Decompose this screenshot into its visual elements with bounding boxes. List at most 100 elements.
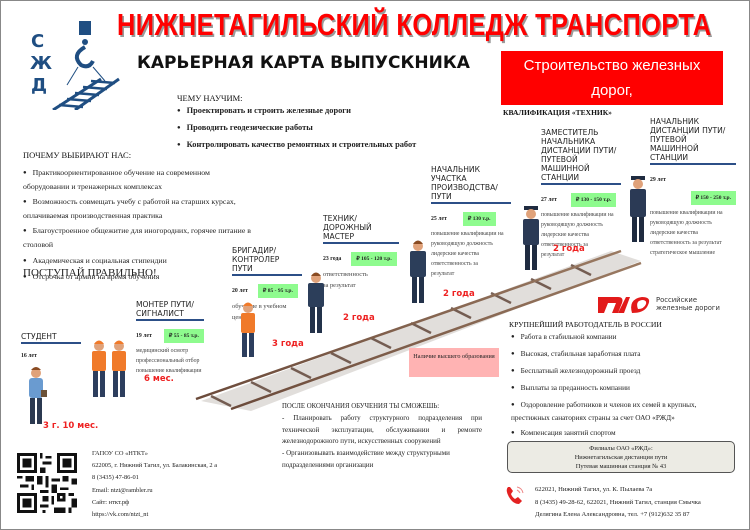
role-description: повышение квалификации на руководящую до… — [650, 208, 736, 258]
role-description: повышение квалификации на руководящую до… — [541, 210, 621, 260]
after-paragraph: - Планировать работу структурного подраз… — [282, 413, 482, 446]
phone-icon — [506, 486, 524, 504]
why-item: Возможность совмещать учебу с работой на… — [23, 196, 253, 222]
contact-line: Делягина Елена Александровна, тел. +7 (9… — [535, 511, 690, 518]
desc-line: результат — [541, 252, 565, 258]
benefit-item: Выплаты за преданность компании — [511, 382, 736, 395]
website-link[interactable]: Сайт: нткт.рф — [92, 498, 130, 506]
role-description: ответственность за результат — [323, 269, 399, 291]
benefit-item: Высокая, стабильная заработная плата — [511, 348, 736, 361]
rzd-logo: Российские железные дороги — [596, 291, 746, 315]
role-deputy-chief: ЗАМЕСТИТЕЛЬ НАЧАЛЬНИКА ДИСТАНЦИИ ПУТИ/ П… — [541, 128, 621, 260]
vk-link[interactable]: https://vk.com/ntzt_nt — [92, 511, 149, 519]
desc-line: повышение квалификации на — [431, 231, 504, 237]
salary-badge: ₽ 105 - 120 т.р. — [351, 252, 397, 266]
role-title: ТЕХНИК/ ДОРОЖНЫЙ МАСТЕР — [323, 214, 399, 244]
role-title: БРИГАДИР/ КОНТРОЛЕР ПУТИ — [232, 246, 302, 276]
branches-line: Нижнетагильская дистанция пути — [574, 454, 668, 461]
after-heading: ПОСЛЕ ОКОНЧАНИЯ ОБУЧЕНИЯ ТЫ СМОЖЕШЬ: — [282, 403, 440, 410]
role-description: медицинский осмотр профессиональный отбо… — [136, 346, 204, 376]
desc-line: руководящую должность — [650, 220, 712, 226]
role-age: 20 лет — [232, 288, 248, 294]
desc-line: повышение квалификации на — [541, 212, 614, 218]
role-section-chief: НАЧАЛЬНИК УЧАСТКА ПРОИЗВОДСТВА/ ПУТИ 25 … — [431, 165, 511, 279]
technician-figure-icon — [308, 272, 324, 333]
desc-line: повышение квалификации — [136, 368, 202, 374]
duration-label: 2 года — [553, 244, 585, 254]
email-link[interactable]: Email: ntzt@rambler.ru — [92, 486, 153, 494]
chief-figure-icon — [630, 176, 646, 242]
desc-line: лидерские качества — [431, 251, 479, 257]
college-title: НИЖНЕТАГИЛЬСКИЙ КОЛЛЕДЖ ТРАНСПОРТА — [117, 7, 712, 42]
duration-label: 2 года — [343, 313, 375, 323]
contact-line: 8 (3435) 49-28-62, 622021, Нижний Тагил,… — [535, 498, 701, 506]
role-title: ЗАМЕСТИТЕЛЬ НАЧАЛЬНИКА ДИСТАНЦИИ ПУТИ/ П… — [541, 128, 621, 185]
desc-line: результат — [431, 271, 455, 277]
szhd-logo: С Ж Д — [30, 21, 120, 110]
desc-line: стратегическое мышление — [650, 250, 716, 256]
rzd-branches-box: Филиалы ОАО «РЖД»: Нижнетагильская диста… — [507, 441, 735, 473]
salary-badge: ₽ 85 - 95 т.р. — [257, 284, 298, 298]
branch-contacts: 622021, Нижний Тагил, ул. К. Пылаева 7а … — [535, 484, 701, 522]
master-figure-icon — [410, 240, 426, 303]
role-title: НАЧАЛЬНИК ДИСТАНЦИИ ПУТИ/ ПУТЕВОЙ МАШИНН… — [650, 117, 736, 165]
rzd-name-line-1: Российские — [656, 296, 698, 304]
why-item: Отсрочка от армии на время обучения — [23, 271, 253, 285]
why-item: Академическая и социальная стипендии — [23, 255, 253, 269]
qr-code[interactable] — [17, 453, 77, 513]
call-to-action: ПОСТУПАЙ ПРАВИЛЬНО! — [23, 267, 157, 279]
role-title: МОНТЕР ПУТИ/ СИГНАЛИСТ — [136, 300, 204, 321]
qualification-label: КВАЛИФИКАЦИЯ «ТЕХНИК» — [503, 108, 612, 117]
contact-line: 622021, Нижний Тагил, ул. К. Пылаева 7а — [535, 486, 653, 493]
why-item: Практикоориентированное обучение на совр… — [23, 167, 253, 193]
role-age: 16 лет — [21, 353, 37, 359]
svg-text:Д: Д — [31, 75, 47, 96]
desc-line: лидерские качества — [650, 230, 698, 236]
role-description: повышение квалификации на руководящую до… — [431, 229, 511, 279]
role-age: 29 лет — [650, 177, 666, 183]
specialty-line-2: путь и путевое хозяйство — [524, 107, 700, 124]
desc-line: ответственность за — [431, 261, 478, 267]
desc-line: медицинский осмотр — [136, 348, 189, 354]
benefit-item: Компенсация занятий спортом — [511, 427, 736, 440]
after-graduation-block: ПОСЛЕ ОКОНЧАНИЯ ОБУЧЕНИЯ ТЫ СМОЖЕШЬ: - П… — [282, 401, 482, 472]
benefit-item: Оздоровление работников и членов их семе… — [511, 399, 736, 423]
poster-subtitle: КАРЬЕРНАЯ КАРТА ВЫПУСКНИКА — [137, 53, 470, 73]
salary-badge: ₽ 130 - 150 т.р. — [570, 193, 617, 207]
role-chief: НАЧАЛЬНИК ДИСТАНЦИИ ПУТИ/ ПУТЕВОЙ МАШИНН… — [650, 117, 736, 258]
role-title: СТУДЕНТ — [21, 332, 81, 344]
after-paragraph: - Организовывать взаимодействие между ст… — [282, 449, 450, 469]
role-technician: ТЕХНИК/ ДОРОЖНЫЙ МАСТЕР 23 года ₽ 105 - … — [323, 214, 399, 291]
contact-line: ГАПОУ СО «НТКТ» — [92, 450, 148, 457]
role-age: 23 года — [323, 256, 342, 262]
desc-line: обучение в учебном — [232, 303, 287, 310]
teach-item: Проводить геодезические работы — [177, 120, 416, 137]
teach-heading: ЧЕМУ НАУЧИМ: — [177, 93, 243, 103]
desc-line: ответственность за результат — [650, 240, 722, 246]
contact-line: 622005, г. Нижний Тагил, ул. Балакинская… — [92, 462, 218, 470]
salary-badge: ₽ 130 т.р. — [462, 212, 496, 226]
why-item: Благоустроенное общежитие для иногородни… — [23, 225, 253, 251]
rzd-name-line-2: железные дороги — [656, 304, 720, 312]
desc-line: повышение квалификации на — [650, 210, 723, 216]
foreman-figure-icon — [241, 302, 255, 357]
benefit-item: Работа в стабильной компании — [511, 331, 736, 344]
role-age: 19 лет — [136, 333, 152, 339]
student-figure-icon — [29, 367, 47, 424]
role-track-worker: МОНТЕР ПУТИ/ СИГНАЛИСТ 19 лет ₽ 55 - 85 … — [136, 300, 204, 376]
svg-text:Ж: Ж — [30, 53, 52, 74]
desc-line: руководящую должность — [541, 222, 603, 228]
svg-text:С: С — [31, 31, 44, 52]
role-title: НАЧАЛЬНИК УЧАСТКА ПРОИЗВОДСТВА/ ПУТИ — [431, 165, 511, 204]
branches-line: Путевая машинная станция № 43 — [575, 463, 667, 470]
duration-label: 3 г. 10 мес. — [43, 421, 99, 431]
duration-label: 6 мес. — [144, 374, 174, 384]
section-chief-figure-icon — [523, 206, 539, 270]
why-heading: ПОЧЕМУ ВЫБИРАЮТ НАС: — [23, 150, 132, 160]
duration-label: 2 года — [443, 289, 475, 299]
specialty-banner: Строительство железных дорог, путь и пут… — [501, 51, 723, 124]
duration-label: 3 года — [272, 339, 304, 349]
desc-line: за результат — [323, 282, 356, 289]
role-student: СТУДЕНТ 16 лет — [21, 332, 81, 362]
salary-badge: ₽ 150 - 250 т.р. — [690, 191, 736, 205]
